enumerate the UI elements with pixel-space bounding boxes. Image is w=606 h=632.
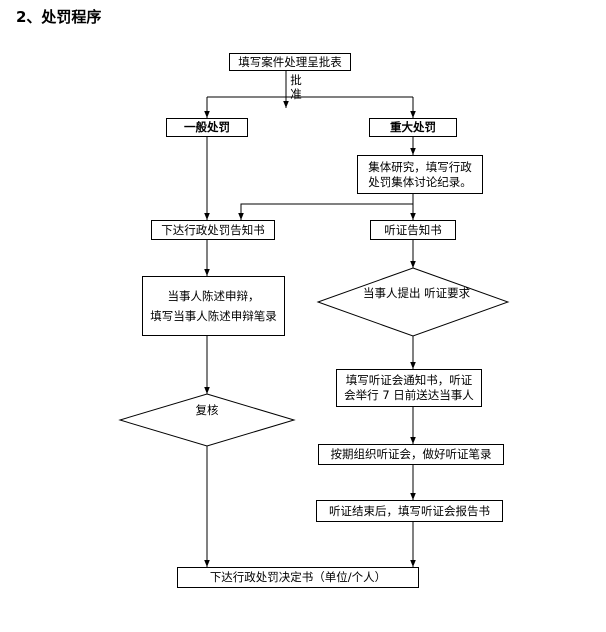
review-label: 复核: [195, 403, 219, 417]
general-notice-box: 下达行政处罚告知书: [151, 220, 275, 240]
collective-study-box: 集体研究，填写行政 处罚集体讨论纪录。: [357, 155, 483, 194]
review-text: 复核: [177, 402, 237, 419]
start-box: 填写案件处理呈批表: [229, 53, 351, 71]
hearing-request-diamond: [316, 267, 510, 337]
approve-label-line-1: 批: [290, 73, 302, 87]
hold-hearing-label: 按期组织听证会，做好听证笔录: [330, 447, 492, 461]
hearing-letter-box: 填写听证会通知书，听证 会举行 7 日前送达当事人: [336, 369, 482, 407]
connector-collective-to-general-notice: [238, 203, 413, 220]
defense-line-1: 当事人陈述申辩，: [167, 289, 260, 303]
approve-label: 批 准: [289, 73, 303, 101]
defense-box: 当事人陈述申辩， 填写当事人陈述申辩笔录: [142, 276, 285, 336]
hold-hearing-box: 按期组织听证会，做好听证笔录: [318, 444, 504, 465]
defense-line-2: 填写当事人陈述申辩笔录: [150, 309, 277, 323]
hearing-request-line-1: 当事人提出: [363, 286, 421, 300]
start-label: 填写案件处理呈批表: [238, 54, 342, 69]
hearing-notice-label: 听证告知书: [384, 222, 442, 237]
hearing-request-line-2: 听证要求: [424, 286, 471, 300]
approve-label-line-2: 准: [290, 87, 302, 101]
major-penalty-box: 重大处罚: [369, 118, 457, 137]
hearing-notice-box: 听证告知书: [370, 220, 456, 240]
general-penalty-box: 一般处罚: [166, 118, 248, 137]
major-penalty-label: 重大处罚: [390, 120, 436, 134]
hearing-request-text: 当事人提出 听证要求: [363, 285, 470, 302]
hearing-report-label: 听证结束后，填写听证会报告书: [329, 503, 490, 518]
collective-study-line-2: 处罚集体讨论纪录。: [368, 174, 472, 189]
hearing-letter-line-1: 填写听证会通知书，听证: [345, 373, 473, 387]
collective-study-line-1: 集体研究，填写行政: [368, 159, 472, 174]
hearing-report-box: 听证结束后，填写听证会报告书: [316, 500, 503, 522]
general-penalty-label: 一般处罚: [184, 120, 230, 134]
page-title: 2、处罚程序: [16, 8, 102, 26]
decision-box: 下达行政处罚决定书（单位/个人）: [177, 567, 419, 588]
general-notice-label: 下达行政处罚告知书: [161, 222, 265, 237]
review-diamond: [118, 393, 296, 447]
decision-label: 下达行政处罚决定书（单位/个人）: [209, 570, 387, 584]
hearing-letter-line-2: 会举行 7 日前送达当事人: [344, 388, 474, 402]
